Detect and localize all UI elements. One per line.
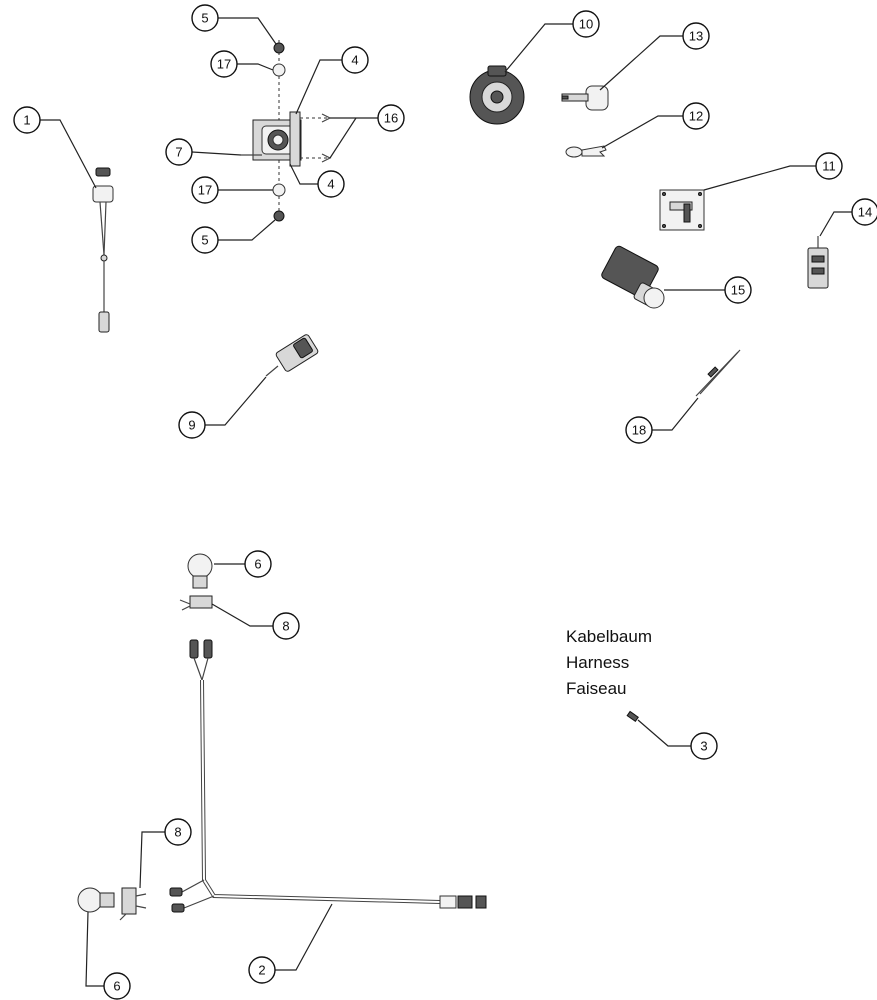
harness-label-english: Harness	[566, 653, 630, 672]
callout-number: 15	[731, 283, 745, 298]
part-8-socket-bottom	[119, 887, 147, 921]
callout-8-bottom: 8	[139, 818, 192, 889]
callout-number: 11	[822, 159, 836, 174]
callout-number: 8	[282, 619, 289, 634]
callout-number: 17	[198, 183, 212, 198]
part-13-key-fob	[561, 85, 609, 111]
callout-3: 3	[637, 719, 718, 760]
callout-number: 8	[174, 825, 181, 840]
part-6-lamp-bottom	[77, 887, 115, 913]
part-2-wiring-harness	[169, 639, 487, 913]
callout-2: 2	[248, 903, 333, 984]
part-8-socket-top	[179, 595, 213, 611]
callout-16: 16	[329, 104, 405, 159]
callout-8-top: 8	[211, 603, 300, 640]
callout-5-bottom: 5	[191, 219, 276, 254]
callout-6-top: 6	[214, 550, 272, 578]
part-6-lamp-top	[187, 553, 213, 589]
part-10-ignition-switch	[469, 65, 525, 125]
callout-12: 12	[601, 102, 710, 149]
harness-label-german: Kabelbaum	[566, 627, 653, 646]
callout-number: 10	[579, 17, 593, 32]
part-9-switch	[265, 334, 319, 377]
callout-number: 5	[201, 233, 208, 248]
callout-number: 1	[23, 113, 30, 128]
callout-number: 4	[351, 53, 358, 68]
callout-13: 13	[599, 22, 710, 91]
callout-number: 9	[188, 418, 195, 433]
callout-17-top: 17	[210, 50, 274, 78]
callout-1: 1	[13, 106, 97, 189]
callout-number: 13	[689, 29, 703, 44]
callout-number: 2	[258, 963, 265, 978]
callout-5-top: 5	[191, 4, 277, 45]
switch-bracket-assembly	[241, 40, 332, 222]
callout-number: 16	[384, 111, 398, 126]
callout-number: 3	[700, 739, 707, 754]
callout-4-bottom: 4	[289, 163, 345, 198]
callout-number: 14	[858, 205, 872, 220]
part-11-control-board	[659, 189, 705, 231]
callout-number: 4	[327, 177, 334, 192]
callout-number: 17	[217, 57, 231, 72]
callout-number: 5	[201, 11, 208, 26]
callout-9: 9	[178, 376, 267, 439]
callout-number: 7	[175, 145, 182, 160]
harness-label-french: Faiseau	[566, 679, 627, 698]
callout-11: 11	[703, 152, 843, 191]
callout-10: 10	[504, 10, 600, 73]
callout-7: 7	[165, 138, 242, 166]
part-18-cable	[695, 349, 741, 397]
part-15-relay	[601, 245, 665, 309]
callout-15: 15	[664, 276, 752, 304]
callout-17-bottom: 17	[191, 176, 273, 204]
callout-18: 18	[625, 397, 699, 444]
callout-number: 6	[254, 557, 261, 572]
callout-number: 18	[632, 423, 646, 438]
part-14-connector	[807, 236, 829, 289]
part-12-key	[565, 145, 607, 158]
part-1-cable-switch	[92, 167, 114, 333]
callout-14: 14	[819, 198, 877, 237]
callout-number: 12	[689, 109, 703, 124]
callout-6-bottom: 6	[85, 911, 131, 1000]
callout-4-top: 4	[295, 46, 369, 115]
callout-number: 6	[113, 979, 120, 994]
part-3-connector	[626, 710, 639, 723]
